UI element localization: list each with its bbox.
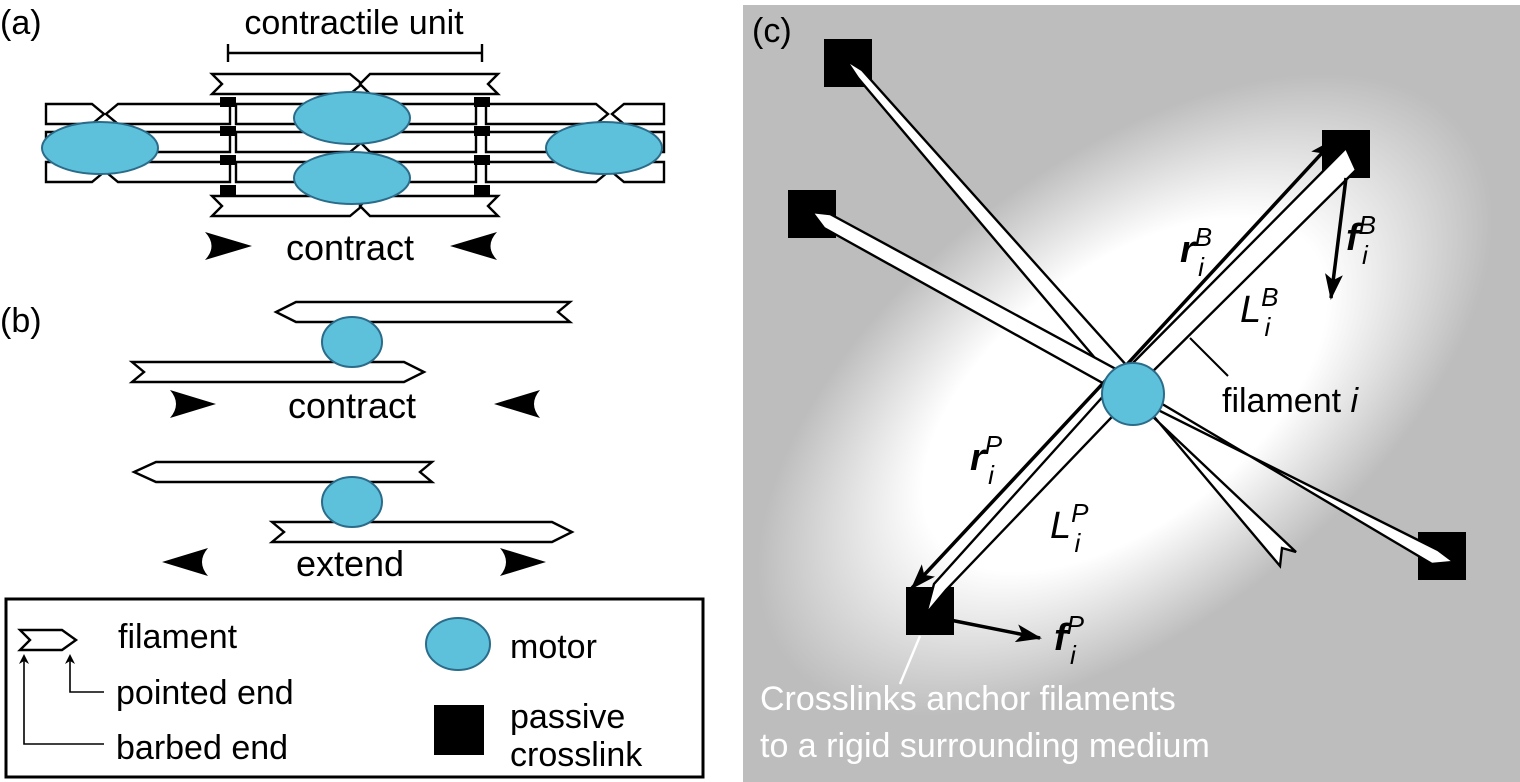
L-barbed-superscript: B (1261, 282, 1278, 312)
filament (44, 102, 106, 126)
filament (268, 520, 575, 544)
panel-c-crosslinks (788, 39, 1466, 635)
legend-filament-label: filament (118, 618, 238, 656)
panel-b-extend-label: extend (296, 543, 404, 584)
r-barbed-symbol: r (1180, 229, 1197, 271)
r-barbed-subscript: i (1198, 252, 1205, 282)
filament (273, 300, 574, 324)
legend: filament pointed end barbed end motor pa… (4, 597, 705, 779)
filament (358, 72, 501, 96)
motor (321, 316, 383, 368)
filament-i-label: filament i (1222, 382, 1360, 420)
filament (209, 72, 364, 96)
f-pointed-symbol: f (1054, 617, 1070, 659)
f-pointed-subscript: i (1070, 640, 1077, 670)
barbed-end-arrow (19, 654, 104, 745)
legend-crosslink-icon (434, 705, 484, 755)
panel-a-motors (41, 91, 663, 205)
panel-c-label: (c) (752, 12, 792, 50)
r-barbed-superscript: B (1195, 222, 1212, 252)
extend-arrowhead-left (162, 548, 208, 576)
r-pointed-vector (910, 376, 1110, 590)
filament (128, 360, 427, 384)
f-barbed-subscript: i (1362, 240, 1369, 270)
panel-a-crosslinks (220, 97, 490, 195)
r-pointed-superscript: P (985, 430, 1003, 460)
legend-filament-icon (17, 628, 79, 652)
contractile-unit-scale-bar (226, 44, 484, 62)
motor (293, 151, 411, 205)
L-pointed-superscript: P (1071, 498, 1089, 528)
contract-arrowhead-right (170, 390, 216, 418)
contract-arrowhead-left (450, 232, 497, 260)
legend-crosslink-line1: passive (510, 698, 625, 736)
filament (131, 460, 436, 484)
panel-a-label: (a) (0, 4, 42, 42)
contract-arrowhead-right (205, 232, 252, 260)
legend-box (4, 597, 705, 779)
panel-b-contract-label: contract (288, 385, 416, 426)
motor (545, 121, 663, 175)
f-pointed-vector (949, 618, 1042, 643)
panel-c: (c) (743, 5, 1520, 782)
caption-line1: Crosslinks anchor filaments (760, 680, 1176, 718)
extend-arrowhead-right (500, 548, 546, 576)
L-barbed-symbol: L (1240, 289, 1261, 331)
filament-i-index: i (1351, 382, 1360, 420)
f-barbed-symbol: f (1346, 217, 1362, 259)
panel-b-label: (b) (0, 302, 42, 340)
panel-c-motor (1101, 362, 1165, 426)
r-barbed-vector (1118, 138, 1336, 374)
legend-motor-label: motor (510, 628, 597, 666)
pointed-end-arrow (65, 654, 104, 693)
motor (41, 121, 159, 175)
filament-i-label-text: filament (1222, 382, 1351, 420)
legend-barbed-end-label: barbed end (116, 729, 288, 767)
contract-arrowhead-left (494, 390, 540, 418)
filament (610, 102, 666, 126)
f-pointed-superscript: P (1067, 610, 1085, 640)
legend-crosslink-line2: crosslink (510, 736, 643, 774)
filament (104, 102, 232, 126)
motor (321, 476, 383, 528)
r-pointed-symbol: r (970, 437, 987, 479)
motor (293, 91, 411, 145)
legend-pointed-end-label: pointed end (116, 674, 294, 712)
r-pointed-subscript: i (988, 460, 995, 490)
caption-pointer (898, 635, 922, 685)
panel-c-filaments (809, 58, 1458, 615)
L-pointed-subscript: i (1074, 528, 1081, 558)
panel-b: (b) contract extend (0, 300, 575, 584)
panel-a: (a) contractile unit (0, 4, 666, 268)
panel-a-contract-label: contract (286, 227, 414, 268)
L-pointed-symbol: L (1050, 505, 1071, 547)
filament (484, 102, 610, 126)
f-barbed-superscript: B (1359, 210, 1376, 240)
filament-i-pointer (1189, 337, 1229, 377)
contractile-unit-label: contractile unit (244, 4, 464, 42)
L-barbed-subscript: i (1264, 312, 1271, 342)
legend-motor-icon (425, 617, 491, 671)
caption-line2: to a rigid surrounding medium (760, 727, 1210, 765)
f-barbed-vector (1325, 177, 1348, 300)
